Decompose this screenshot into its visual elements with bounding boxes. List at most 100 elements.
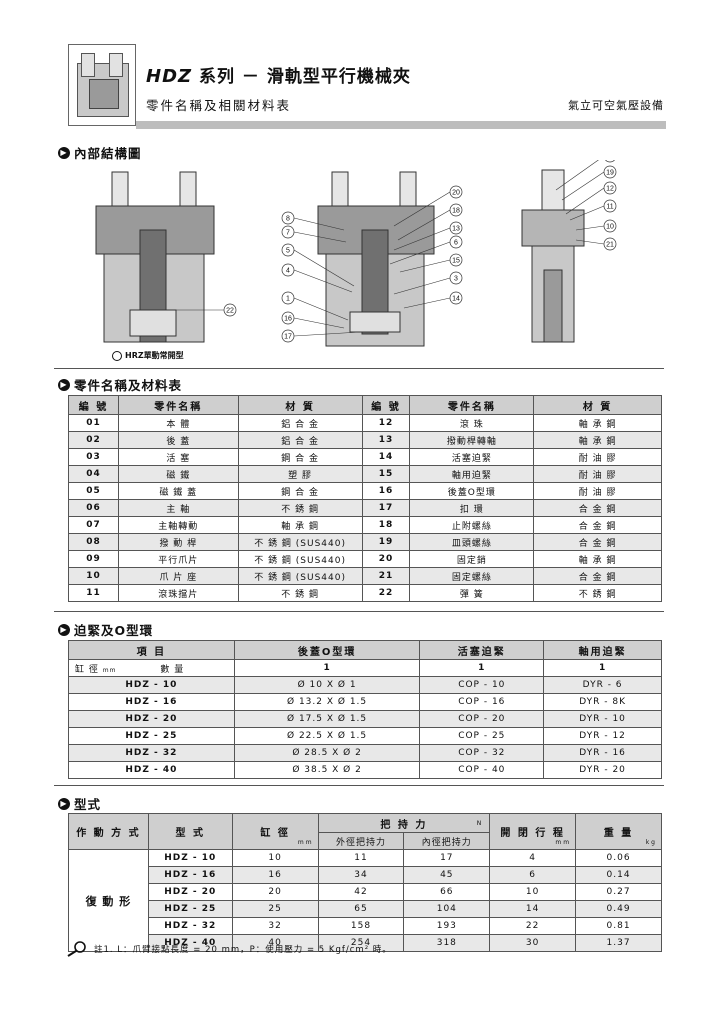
footnote-text: 註1. L：爪臂接點長度 = 20 mm，P：使用壓力 = 5 Kgf/cm² … — [94, 945, 392, 955]
inner-force-header: 內徑把持力 — [403, 832, 491, 850]
callout-label: 14 — [452, 296, 460, 303]
spec-header-row: 作 動 方 式 型 式 缸 徑 mm 把 持 力 N 開 閉 行 程 mm 重 … — [68, 813, 662, 850]
table-cell: 磁 鐵 蓋 — [117, 482, 239, 500]
table-cell: 主 軸 — [117, 499, 239, 517]
bullet-icon: ▶ — [58, 623, 70, 636]
spec-subheader-row: 外徑把持力 內徑把持力 — [69, 832, 662, 850]
callout-label: 1 — [286, 296, 290, 303]
table-cell: HDZ - 10 — [68, 676, 235, 694]
table-cell: 18 — [361, 516, 411, 534]
table-cell: 不 銹 鋼 — [237, 499, 363, 517]
table-cell: 固定銷 — [409, 550, 535, 568]
col-header: 後蓋O型環 — [233, 640, 421, 660]
table-cell: 193 — [403, 917, 491, 935]
table-cell: 撥動桿轉軸 — [409, 431, 535, 449]
table-cell: COP - 20 — [419, 710, 545, 728]
page-subtitle: 零件名稱及相關材料表 — [146, 98, 292, 113]
table-cell: COP - 32 — [419, 744, 545, 762]
callout-label: 15 — [452, 258, 460, 265]
table-cell: COP - 25 — [419, 727, 545, 745]
table-cell: HDZ - 40 — [68, 761, 235, 779]
table-cell: 後蓋O型環 — [409, 482, 535, 500]
callout-label: 20 — [452, 190, 460, 197]
table-cell: 21 — [361, 567, 411, 585]
callout-label: 21 — [606, 242, 614, 249]
table-cell: DYR - 16 — [543, 744, 662, 762]
col-header: 活塞迫緊 — [419, 640, 545, 660]
section-structure-title: 內部結構圖 — [74, 146, 142, 161]
table-cell: 0.06 — [575, 849, 662, 867]
table-cell: 08 — [68, 533, 119, 551]
product-image — [68, 44, 136, 126]
col-header: 型 式 — [147, 813, 233, 850]
weight-header: 重 量 — [603, 828, 634, 839]
table-cell: DYR - 8K — [543, 693, 662, 711]
bullet-icon: ▶ — [58, 146, 70, 159]
col-header: 零件名稱 — [117, 395, 239, 415]
col-header: 零件名稱 — [409, 395, 535, 415]
table-cell: HDZ - 25 — [147, 900, 233, 918]
table-cell: 耐 油 膠 — [533, 482, 662, 500]
callout-label: 19 — [606, 170, 614, 177]
table-cell: 磁 鐵 — [117, 465, 239, 483]
callout-label: 3 — [454, 276, 458, 283]
table-cell: Ø 17.5 X Ø 1.5 — [233, 710, 421, 728]
series-code: HDZ — [146, 66, 193, 87]
table-cell: 65 — [317, 900, 405, 918]
table-cell: 25 — [231, 900, 319, 918]
col-header: 材 質 — [237, 395, 363, 415]
stroke-unit: mm — [555, 839, 572, 846]
table-cell: 0.14 — [575, 866, 662, 884]
table-cell: 不 銹 鋼 — [237, 584, 363, 602]
bore-unit: mm — [297, 839, 314, 846]
callout-label: 7 — [286, 230, 290, 237]
drawing-caption-text: HRZ單動常開型 — [125, 351, 184, 360]
callout-label: 11 — [606, 204, 613, 211]
table-cell: HDZ - 10 — [147, 849, 233, 867]
section-parts: ▶ 零件名稱及材料表 — [58, 375, 182, 394]
table-cell: HDZ - 40 — [147, 934, 233, 952]
table-cell: 合 金 鋼 — [533, 533, 662, 551]
table-cell: HDZ - 16 — [68, 693, 235, 711]
table-cell: 軸用迫緊 — [409, 465, 535, 483]
table-cell: 22 — [489, 917, 577, 935]
qty-value: 1 — [543, 659, 662, 677]
table-cell: 扣 環 — [409, 499, 535, 517]
table-cell: HDZ - 16 — [147, 866, 233, 884]
title-dash: － — [241, 67, 260, 87]
col-header-bore: 缸 徑 mm — [231, 813, 319, 850]
oring-table: 項 目 後蓋O型環 活塞迫緊 軸用迫緊 缸 徑 mm 數 量 1 1 1 HDZ… — [68, 640, 662, 779]
col-header-weight: 重 量 kg — [575, 813, 662, 850]
product-name: 滑軌型平行機械夾 — [266, 67, 411, 87]
divider — [54, 785, 664, 786]
table-cell: 09 — [68, 550, 119, 568]
table-cell: 14 — [361, 448, 411, 466]
callout-label: 22 — [226, 308, 234, 315]
table-cell: Ø 28.5 X Ø 2 — [233, 744, 421, 762]
table-cell: 32 — [231, 917, 319, 935]
callout-label: 12 — [606, 186, 614, 193]
table-cell: HDZ - 20 — [147, 883, 233, 901]
table-cell: 20 — [361, 550, 411, 568]
table-cell: 6 — [489, 866, 577, 884]
table-cell: 鋁 合 金 — [237, 431, 363, 449]
section-structure: ▶ 內部結構圖 — [58, 143, 142, 162]
callout-label: 6 — [454, 240, 458, 247]
col-header: 編 號 — [361, 395, 411, 415]
table-cell: 17 — [403, 849, 491, 867]
